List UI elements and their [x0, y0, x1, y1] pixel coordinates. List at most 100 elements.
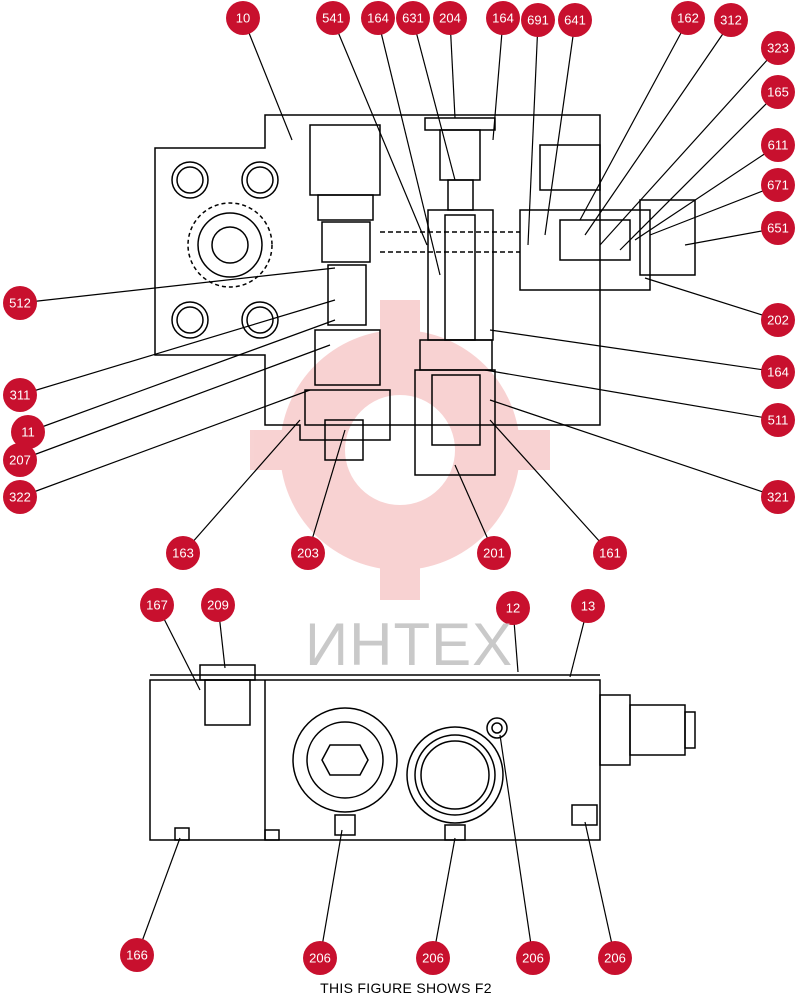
badge-circle [761, 480, 795, 514]
badge-label: 512 [9, 296, 31, 311]
leader-lines [19, 17, 779, 959]
part-badge-164a: 164 [361, 1, 395, 35]
part-badge-321: 321 [761, 480, 795, 514]
badge-label: 206 [422, 951, 444, 966]
part-badge-322: 322 [3, 480, 37, 514]
badge-label: 164 [767, 365, 789, 380]
badge-circle [571, 589, 605, 623]
lower-view-drawing [149, 664, 696, 841]
part-badge-631: 631 [396, 1, 430, 35]
badge-label: 166 [126, 948, 148, 963]
badge-label: 202 [767, 313, 789, 328]
part-badge-312: 312 [714, 3, 748, 37]
badge-label: 162 [677, 11, 699, 26]
part-badge-512: 512 [3, 286, 37, 320]
badge-label: 164 [492, 11, 514, 26]
badge-circle [598, 941, 632, 975]
badge-circle [761, 31, 795, 65]
badge-label: 209 [207, 598, 229, 613]
badge-label: 206 [309, 951, 331, 966]
badge-circle [3, 286, 37, 320]
badge-label: 11 [21, 425, 35, 440]
badge-label: 206 [604, 951, 626, 966]
part-badge-206a: 206 [303, 941, 337, 975]
part-badge-166: 166 [120, 938, 154, 972]
badge-circle [433, 1, 467, 35]
part-badge-162: 162 [671, 1, 705, 35]
badge-label: 311 [10, 388, 31, 403]
part-badge-651: 651 [761, 211, 795, 245]
badge-circle [761, 128, 795, 162]
badge-label: 201 [483, 546, 505, 561]
badge-circle [496, 591, 530, 625]
badge-label: 631 [402, 11, 424, 26]
part-badge-511: 511 [761, 403, 795, 437]
badge-circle [714, 3, 748, 37]
badge-label: 12 [506, 601, 520, 616]
part-badge-323: 323 [761, 31, 795, 65]
badge-circle [761, 403, 795, 437]
upper-view-drawing [154, 114, 696, 476]
badge-circle [521, 3, 555, 37]
badge-circle [761, 168, 795, 202]
badge-label: 204 [439, 11, 461, 26]
part-badge-202: 202 [761, 303, 795, 337]
part-badge-206c: 206 [516, 941, 550, 975]
badge-label: 167 [146, 598, 168, 613]
badge-circle [593, 536, 627, 570]
badge-circle [558, 3, 592, 37]
badge-label: 13 [581, 599, 595, 614]
badge-label: 641 [564, 13, 586, 28]
watermark-text: ИНТЕХ [305, 611, 514, 678]
part-badge-541: 541 [316, 1, 350, 35]
badge-label: 10 [236, 11, 250, 26]
part-badge-671: 671 [761, 168, 795, 202]
part-badge-11: 11 [11, 415, 45, 449]
part-badge-206b: 206 [416, 941, 450, 975]
part-badge-12: 12 [496, 591, 530, 625]
badge-circle [226, 1, 260, 35]
part-badge-641: 641 [558, 3, 592, 37]
part-badge-167: 167 [140, 588, 174, 622]
part-badge-161: 161 [593, 536, 627, 570]
part-badge-204: 204 [433, 1, 467, 35]
part-badge-691: 691 [521, 3, 555, 37]
badge-circle [486, 1, 520, 35]
badge-circle [3, 378, 37, 412]
part-badge-207: 207 [3, 443, 37, 477]
badge-label: 203 [297, 546, 319, 561]
part-badge-206d: 206 [598, 941, 632, 975]
badge-circle [396, 1, 430, 35]
part-badge-311: 311 [3, 378, 37, 412]
badge-label: 671 [767, 178, 789, 193]
part-badge-209: 209 [201, 588, 235, 622]
badge-label: 207 [9, 453, 31, 468]
part-badge-10: 10 [226, 1, 260, 35]
badge-circle [316, 1, 350, 35]
badge-label: 206 [522, 951, 544, 966]
part-badge-611: 611 [761, 128, 795, 162]
part-badge-163: 163 [166, 536, 200, 570]
badge-circle [761, 211, 795, 245]
badge-label: 164 [367, 11, 389, 26]
badge-circle [516, 941, 550, 975]
badge-label: 323 [767, 41, 789, 56]
badge-label: 165 [767, 85, 789, 100]
badge-label: 312 [720, 13, 742, 28]
badge-circle [761, 303, 795, 337]
badge-label: 322 [9, 490, 31, 505]
badge-circle [416, 941, 450, 975]
part-badge-203: 203 [291, 536, 325, 570]
badge-circle [761, 75, 795, 109]
badge-circle [120, 938, 154, 972]
badge-circle [140, 588, 174, 622]
part-number-badges: 10 541 164 631 204 164 691 641 162 312 323 165 611 67… [3, 1, 795, 975]
badge-circle [291, 536, 325, 570]
badge-circle [3, 480, 37, 514]
part-badge-13: 13 [571, 589, 605, 623]
badge-label: 321 [767, 490, 789, 505]
badge-label: 611 [768, 138, 789, 153]
badge-circle [303, 941, 337, 975]
part-badge-164c: 164 [761, 355, 795, 389]
